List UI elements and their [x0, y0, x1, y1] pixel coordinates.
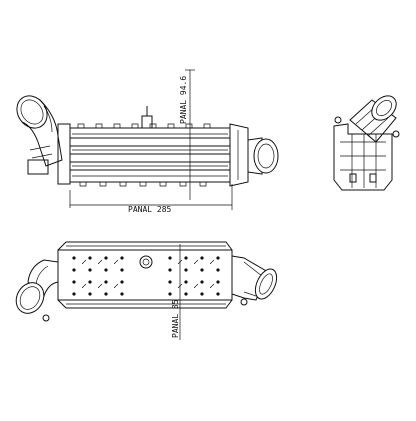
front-outlet-pipe [247, 137, 279, 175]
front-right-tank [229, 123, 249, 187]
front-left-tank [57, 123, 71, 185]
side-inlet-pipe [349, 95, 397, 143]
front-view: PANAL 94.6 PANAL 285 [16, 69, 279, 214]
width-dimension: PANAL 285 [69, 184, 233, 214]
side-tank-body [333, 116, 400, 191]
side-view [333, 95, 400, 191]
front-core [69, 106, 231, 187]
height-dimension: PANAL 94.6 [179, 69, 195, 200]
front-inlet-elbow [16, 95, 63, 175]
top-view: PANAL 85 [15, 241, 278, 340]
depth-dimension-label: PANAL 85 [171, 299, 180, 338]
top-inlet-elbow [15, 259, 59, 322]
width-dimension-label: PANAL 285 [128, 205, 172, 214]
top-core [57, 241, 233, 309]
height-dimension-label: PANAL 94.6 [179, 76, 188, 124]
depth-dimension: PANAL 85 [171, 244, 181, 340]
top-outlet-pipe [231, 255, 278, 306]
